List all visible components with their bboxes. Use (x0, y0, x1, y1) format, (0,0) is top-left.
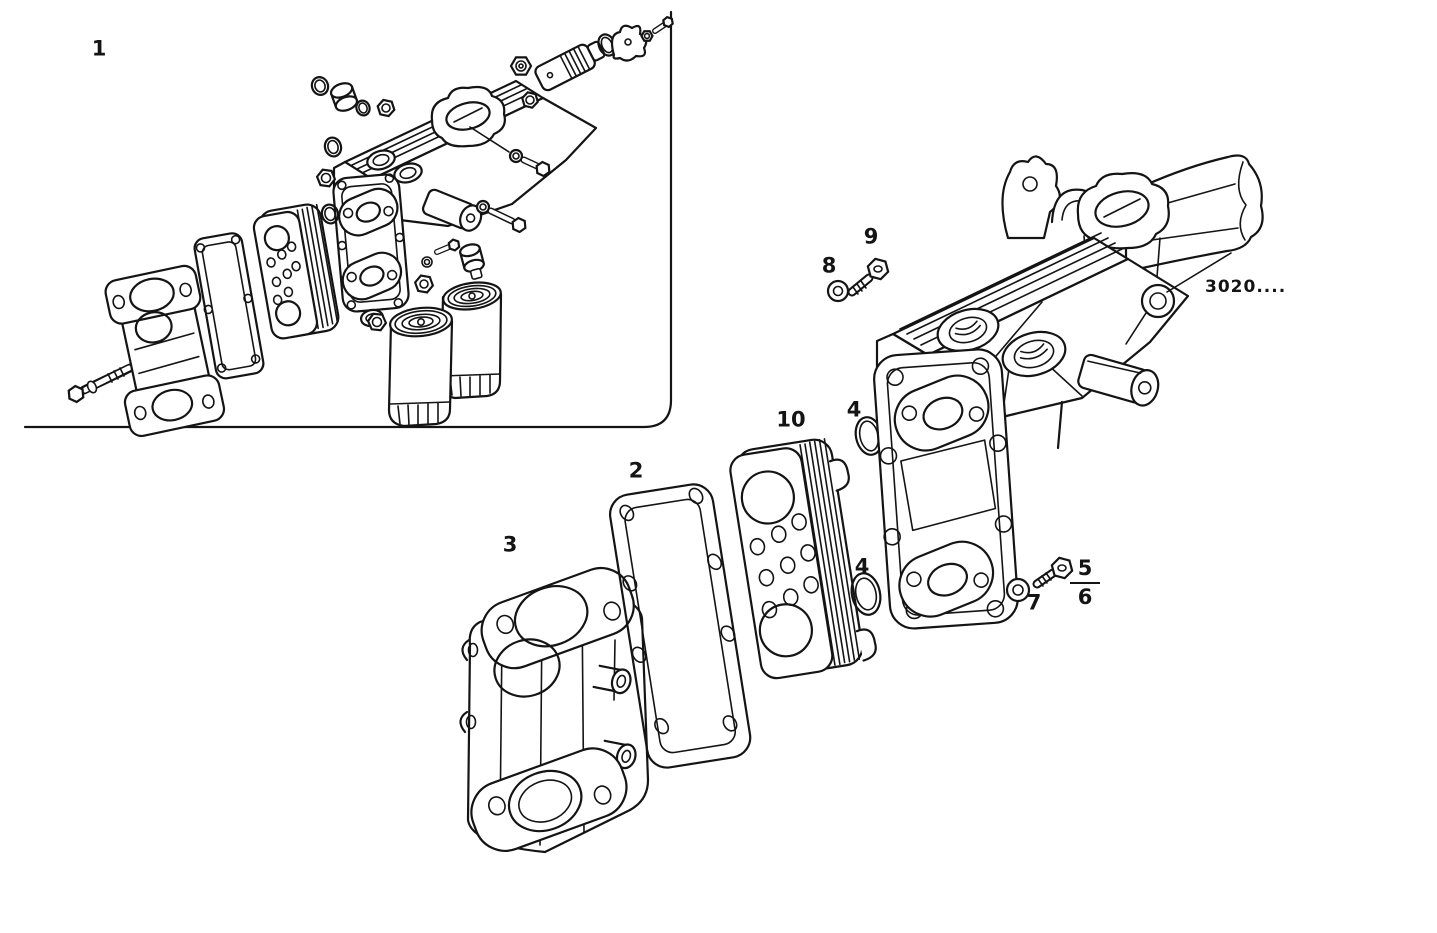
inset-gasket (193, 232, 265, 380)
oring-4-lower (850, 572, 882, 616)
inset-mount-bolt (66, 363, 135, 404)
core-part-10 (729, 438, 877, 680)
cover-part-3 (459, 566, 650, 854)
callout-5: 5 (1077, 556, 1093, 580)
fraction-bar (1070, 582, 1100, 584)
callout-10: 10 (776, 407, 806, 432)
bolt-part-5-6 (1032, 556, 1074, 589)
inset-oil-filter-rear (439, 281, 503, 400)
callout-1: 1 (91, 36, 107, 61)
washer-part-7 (1005, 577, 1031, 603)
callout-9: 9 (863, 224, 879, 249)
callout-4-upper: 4 (846, 397, 862, 422)
bolt-part-9 (847, 257, 890, 297)
filter-housing-3020 (873, 154, 1264, 630)
callout-8: 8 (821, 253, 837, 278)
callout-3: 3 (502, 532, 518, 557)
callout-6: 6 (1077, 585, 1093, 609)
callout-7: 7 (1026, 590, 1042, 615)
ref-code-leader-line (1166, 252, 1232, 293)
inset-assembly (66, 16, 674, 438)
gasket-part-2 (608, 483, 752, 769)
callout-5-6: 5 6 (1070, 558, 1100, 608)
inset-frame (23, 10, 673, 429)
inset-plugs-orings (310, 76, 552, 331)
inset-housing (332, 79, 598, 328)
inset-cover (104, 264, 226, 438)
ref-code: 3020.... (1205, 277, 1287, 297)
inset-core (252, 203, 340, 340)
callout-2: 2 (628, 458, 644, 483)
callout-4-lower: 4 (854, 554, 870, 579)
inset-relief-valve (511, 16, 674, 92)
inset-oil-filter-front (387, 306, 454, 428)
washer-part-8 (826, 279, 850, 303)
